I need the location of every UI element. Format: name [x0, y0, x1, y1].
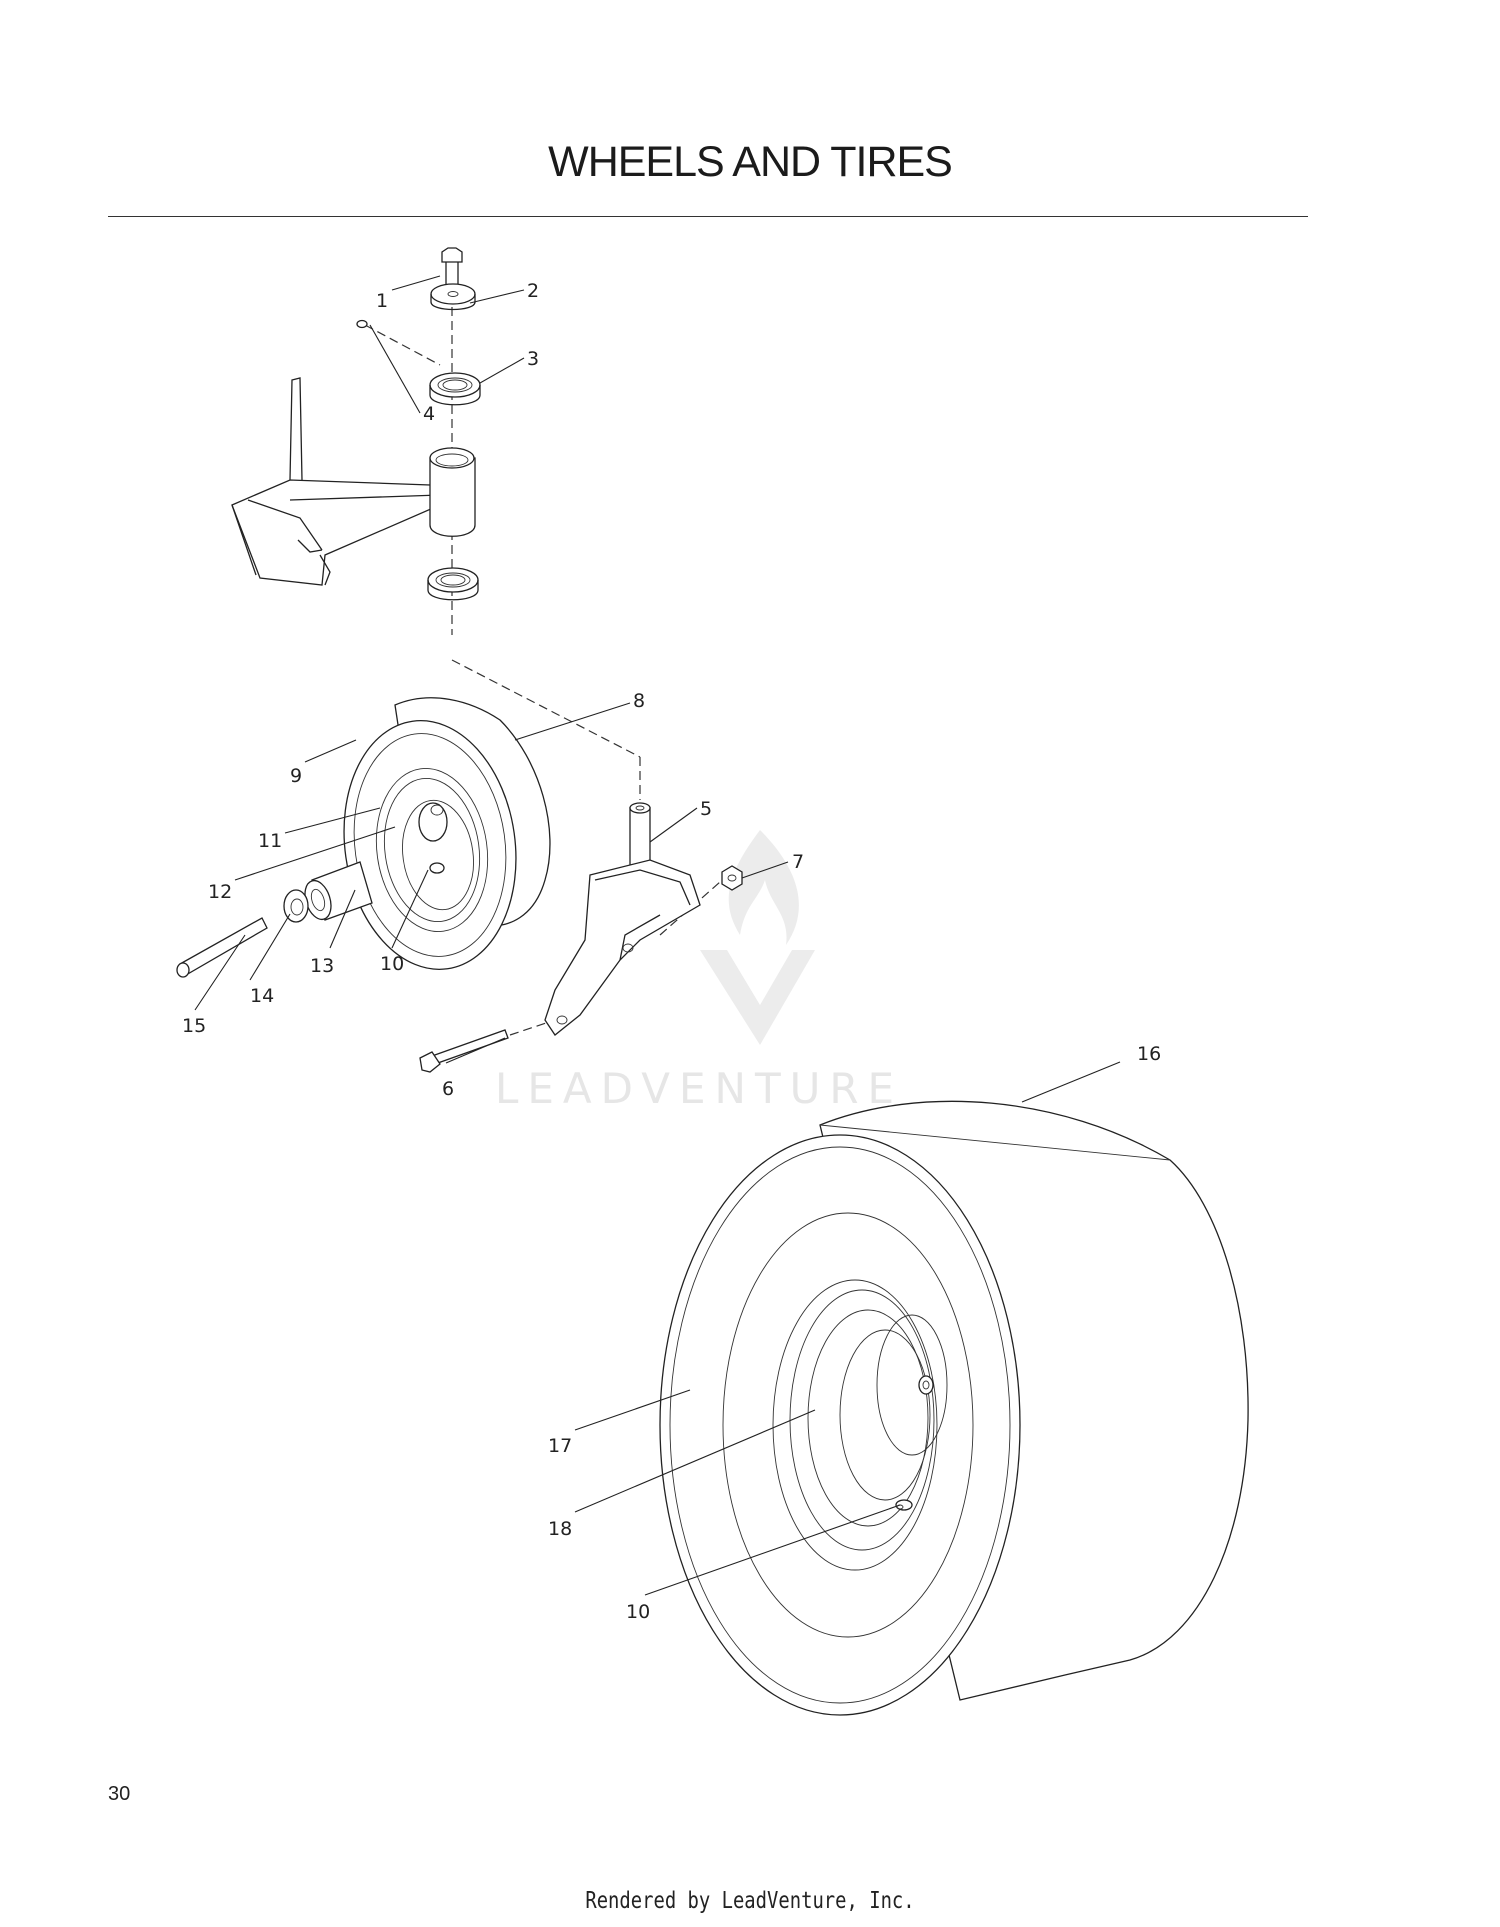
callout-14: 14 [250, 985, 274, 1007]
page-number: 30 [108, 1783, 131, 1805]
callout-3: 3 [527, 348, 539, 370]
part-6-bolt [419, 1029, 509, 1073]
frame-arm [231, 377, 441, 586]
watermark-flame-icon [728, 830, 799, 945]
callout-6: 6 [442, 1078, 454, 1100]
callout-labels: 1 2 3 4 5 6 7 8 9 10 11 12 13 14 15 16 1… [182, 280, 1161, 1623]
part-7-nut [721, 865, 743, 891]
callout-12: 12 [208, 881, 232, 903]
watermark-text: LEADVENTURE [495, 1064, 903, 1113]
callout-leaders [194, 275, 1121, 1596]
watermark-v-icon [700, 950, 815, 1045]
part-15-axle-tube [176, 917, 268, 978]
watermark: LEADVENTURE [495, 830, 903, 1113]
callout-4: 4 [423, 403, 435, 425]
callout-7: 7 [792, 851, 804, 873]
part-1-bolt [441, 247, 463, 291]
callout-9: 9 [290, 765, 302, 787]
callout-5: 5 [700, 798, 712, 820]
callout-8: 8 [633, 690, 645, 712]
footer-credit: Rendered by LeadVenture, Inc. [585, 1888, 915, 1914]
part-4-grease-fitting [356, 319, 368, 329]
callout-1: 1 [376, 290, 388, 312]
part-3-lower-bearing [427, 567, 479, 601]
callout-18: 18 [548, 1518, 572, 1540]
callout-13: 13 [310, 955, 334, 977]
callout-16: 16 [1137, 1043, 1161, 1065]
callout-10a: 10 [380, 953, 404, 975]
page-title: WHEELS AND TIRES [548, 138, 953, 186]
callout-11: 11 [258, 830, 282, 852]
callout-17: 17 [548, 1435, 572, 1457]
title-rule [108, 216, 1308, 217]
callout-10b: 10 [626, 1601, 650, 1623]
callout-2: 2 [527, 280, 539, 302]
part-5-caster-fork [544, 802, 701, 1036]
part-2-washer [430, 283, 476, 311]
caster-tube [429, 447, 476, 537]
part-8-caster-wheel [343, 697, 551, 970]
drive-tire-assembly [659, 1100, 1249, 1716]
part-3-bearing [429, 372, 481, 406]
part-13-spacer [304, 861, 373, 921]
callout-15: 15 [182, 1015, 206, 1037]
